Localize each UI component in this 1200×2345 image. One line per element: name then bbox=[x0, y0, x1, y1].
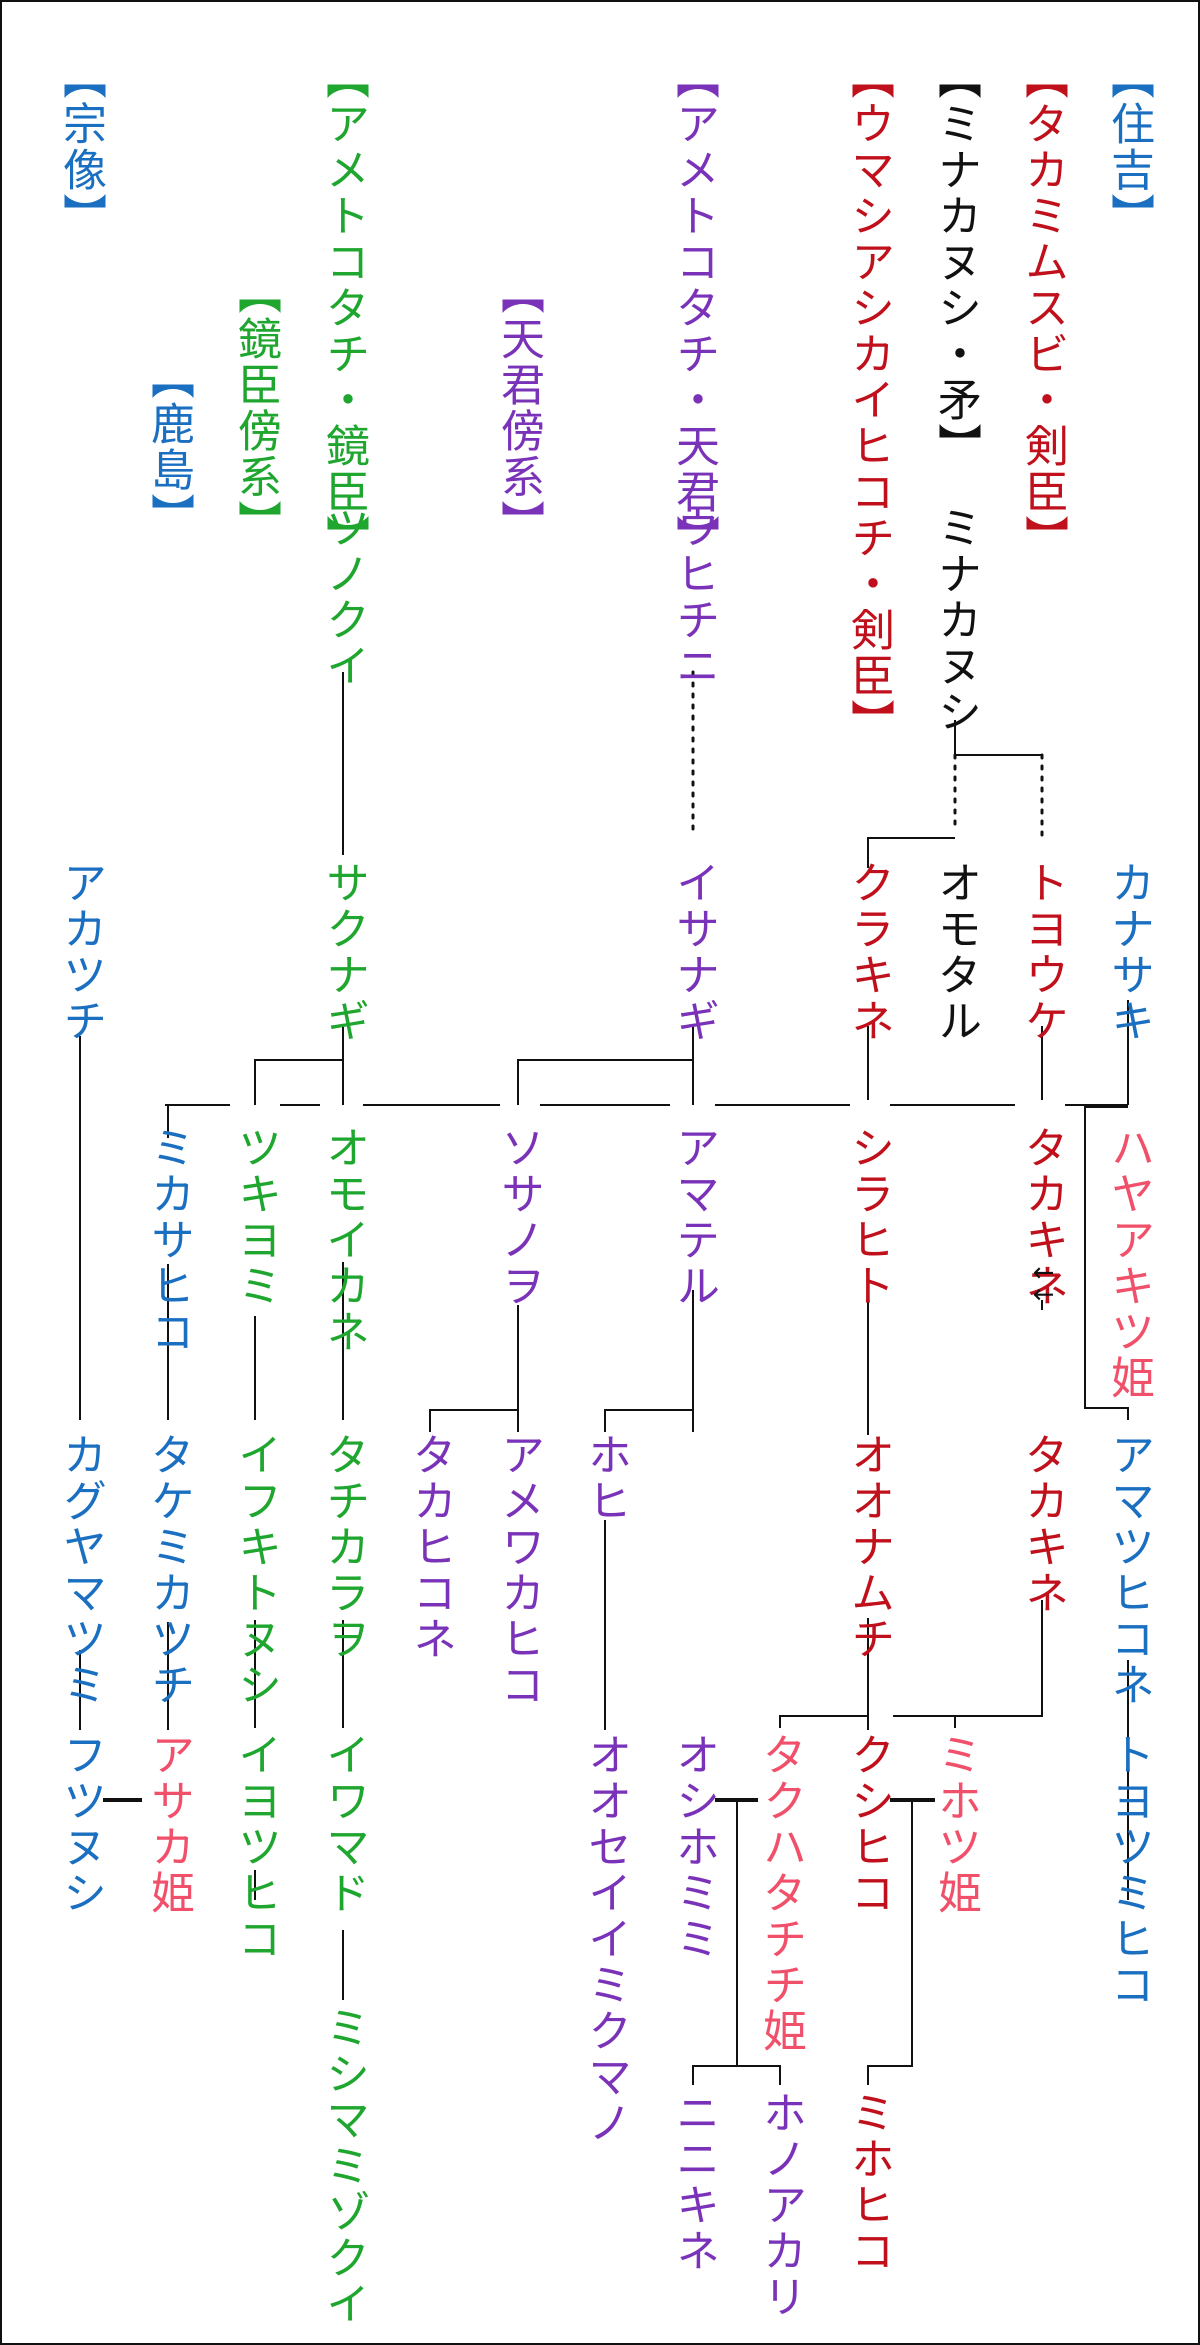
name-tsunokui: ツノクイ bbox=[318, 505, 369, 689]
header-munakata: 【宗像】 bbox=[55, 55, 106, 239]
name-iwamado: イワマド bbox=[318, 1732, 369, 1916]
name-takahikone: タカヒコネ bbox=[405, 1432, 456, 1662]
name-akatsuchi: アカツチ bbox=[55, 860, 106, 1044]
name-uhichini: ウヒチニ bbox=[668, 505, 719, 689]
name-takakine-2: タカキネ bbox=[1017, 1432, 1068, 1616]
name-takuhatachichi: タクハタチチ姫 bbox=[755, 1732, 806, 2054]
header-minakanushi: 【ミナカヌシ・矛】 bbox=[930, 55, 981, 469]
name-takemikatsuchi: タケミカツチ bbox=[143, 1432, 194, 1708]
name-oonamuchi: オオナムチ bbox=[843, 1432, 894, 1662]
name-kurakine: クラキネ bbox=[843, 860, 894, 1044]
name-shirahito: シラヒト bbox=[843, 1125, 894, 1309]
name-kaguyamatsumi: カグヤマツミ bbox=[55, 1432, 106, 1708]
header-takamimusubi: 【タカミムスビ・剣臣】 bbox=[1017, 55, 1068, 561]
name-takakine-1: タカキネ bbox=[1017, 1125, 1068, 1309]
name-ninikine: ニニキネ bbox=[668, 2090, 719, 2274]
header-amekoto-kagami: 【アメトコタチ・鏡臣】 bbox=[318, 55, 369, 561]
name-isanagi: イサナギ bbox=[668, 860, 719, 1044]
name-mikasahiko: ミカサヒコ bbox=[143, 1125, 194, 1355]
name-ifukitonushi: イフキトヌシ bbox=[230, 1432, 281, 1708]
name-sakunagi: サクナギ bbox=[318, 860, 369, 1044]
header-amagimi-bokei: 【天君傍系】 bbox=[493, 270, 544, 546]
name-ooseiimikumano: オオセイイミクマノ bbox=[580, 1732, 631, 2146]
name-kanasaki: カナサキ bbox=[1103, 860, 1154, 1044]
name-minakanushi: ミナカヌシ bbox=[930, 505, 981, 735]
name-toyotsumihiko: トヨツミヒコ bbox=[1103, 1732, 1154, 2008]
name-asaka: アサカ姫 bbox=[143, 1732, 194, 1916]
name-mihohiko: ミホヒコ bbox=[843, 2090, 894, 2274]
name-kushihiko: クシヒコ bbox=[843, 1732, 894, 1916]
name-honoakari: ホノアカリ bbox=[755, 2090, 806, 2320]
name-amateru: アマテル bbox=[668, 1125, 719, 1309]
name-sosanowo: ソサノヲ bbox=[493, 1125, 544, 1309]
name-tachikarawo: タチカラヲ bbox=[318, 1432, 369, 1662]
name-iyotsuhiko: イヨツヒコ bbox=[230, 1732, 281, 1962]
name-amatsuhikone: アマツヒコネ bbox=[1103, 1432, 1154, 1708]
name-hayaakitsu: ハヤアキツ姫 bbox=[1103, 1125, 1154, 1401]
header-sumiyoshi: 【住吉】 bbox=[1103, 55, 1154, 239]
header-amekoto-amagimi: 【アメトコタチ・天君】 bbox=[668, 55, 719, 561]
name-mishimamizokui: ミシマミゾクイ bbox=[318, 2005, 369, 2327]
descent-arrows: ↓↓ bbox=[1027, 1262, 1057, 1306]
name-hohi: ホヒ bbox=[580, 1432, 631, 1524]
name-oshihomimi: オシホミミ bbox=[668, 1732, 719, 1962]
name-toyouke: トヨウケ bbox=[1017, 860, 1068, 1044]
name-amewakahiko: アメワカヒコ bbox=[493, 1432, 544, 1708]
name-tsukiyomi: ツキヨミ bbox=[230, 1125, 281, 1309]
name-omoikane: オモイカネ bbox=[318, 1125, 369, 1355]
name-futsunushi: フツヌシ bbox=[55, 1732, 106, 1916]
name-mihotsu: ミホツ姫 bbox=[930, 1732, 981, 1916]
header-kagami-bokei: 【鏡臣傍系】 bbox=[230, 270, 281, 546]
header-umashi: 【ウマシアシカイヒコチ・剣臣】 bbox=[843, 55, 894, 745]
header-kashima: 【鹿島】 bbox=[143, 355, 194, 539]
name-omotaru: オモタル bbox=[930, 860, 981, 1044]
